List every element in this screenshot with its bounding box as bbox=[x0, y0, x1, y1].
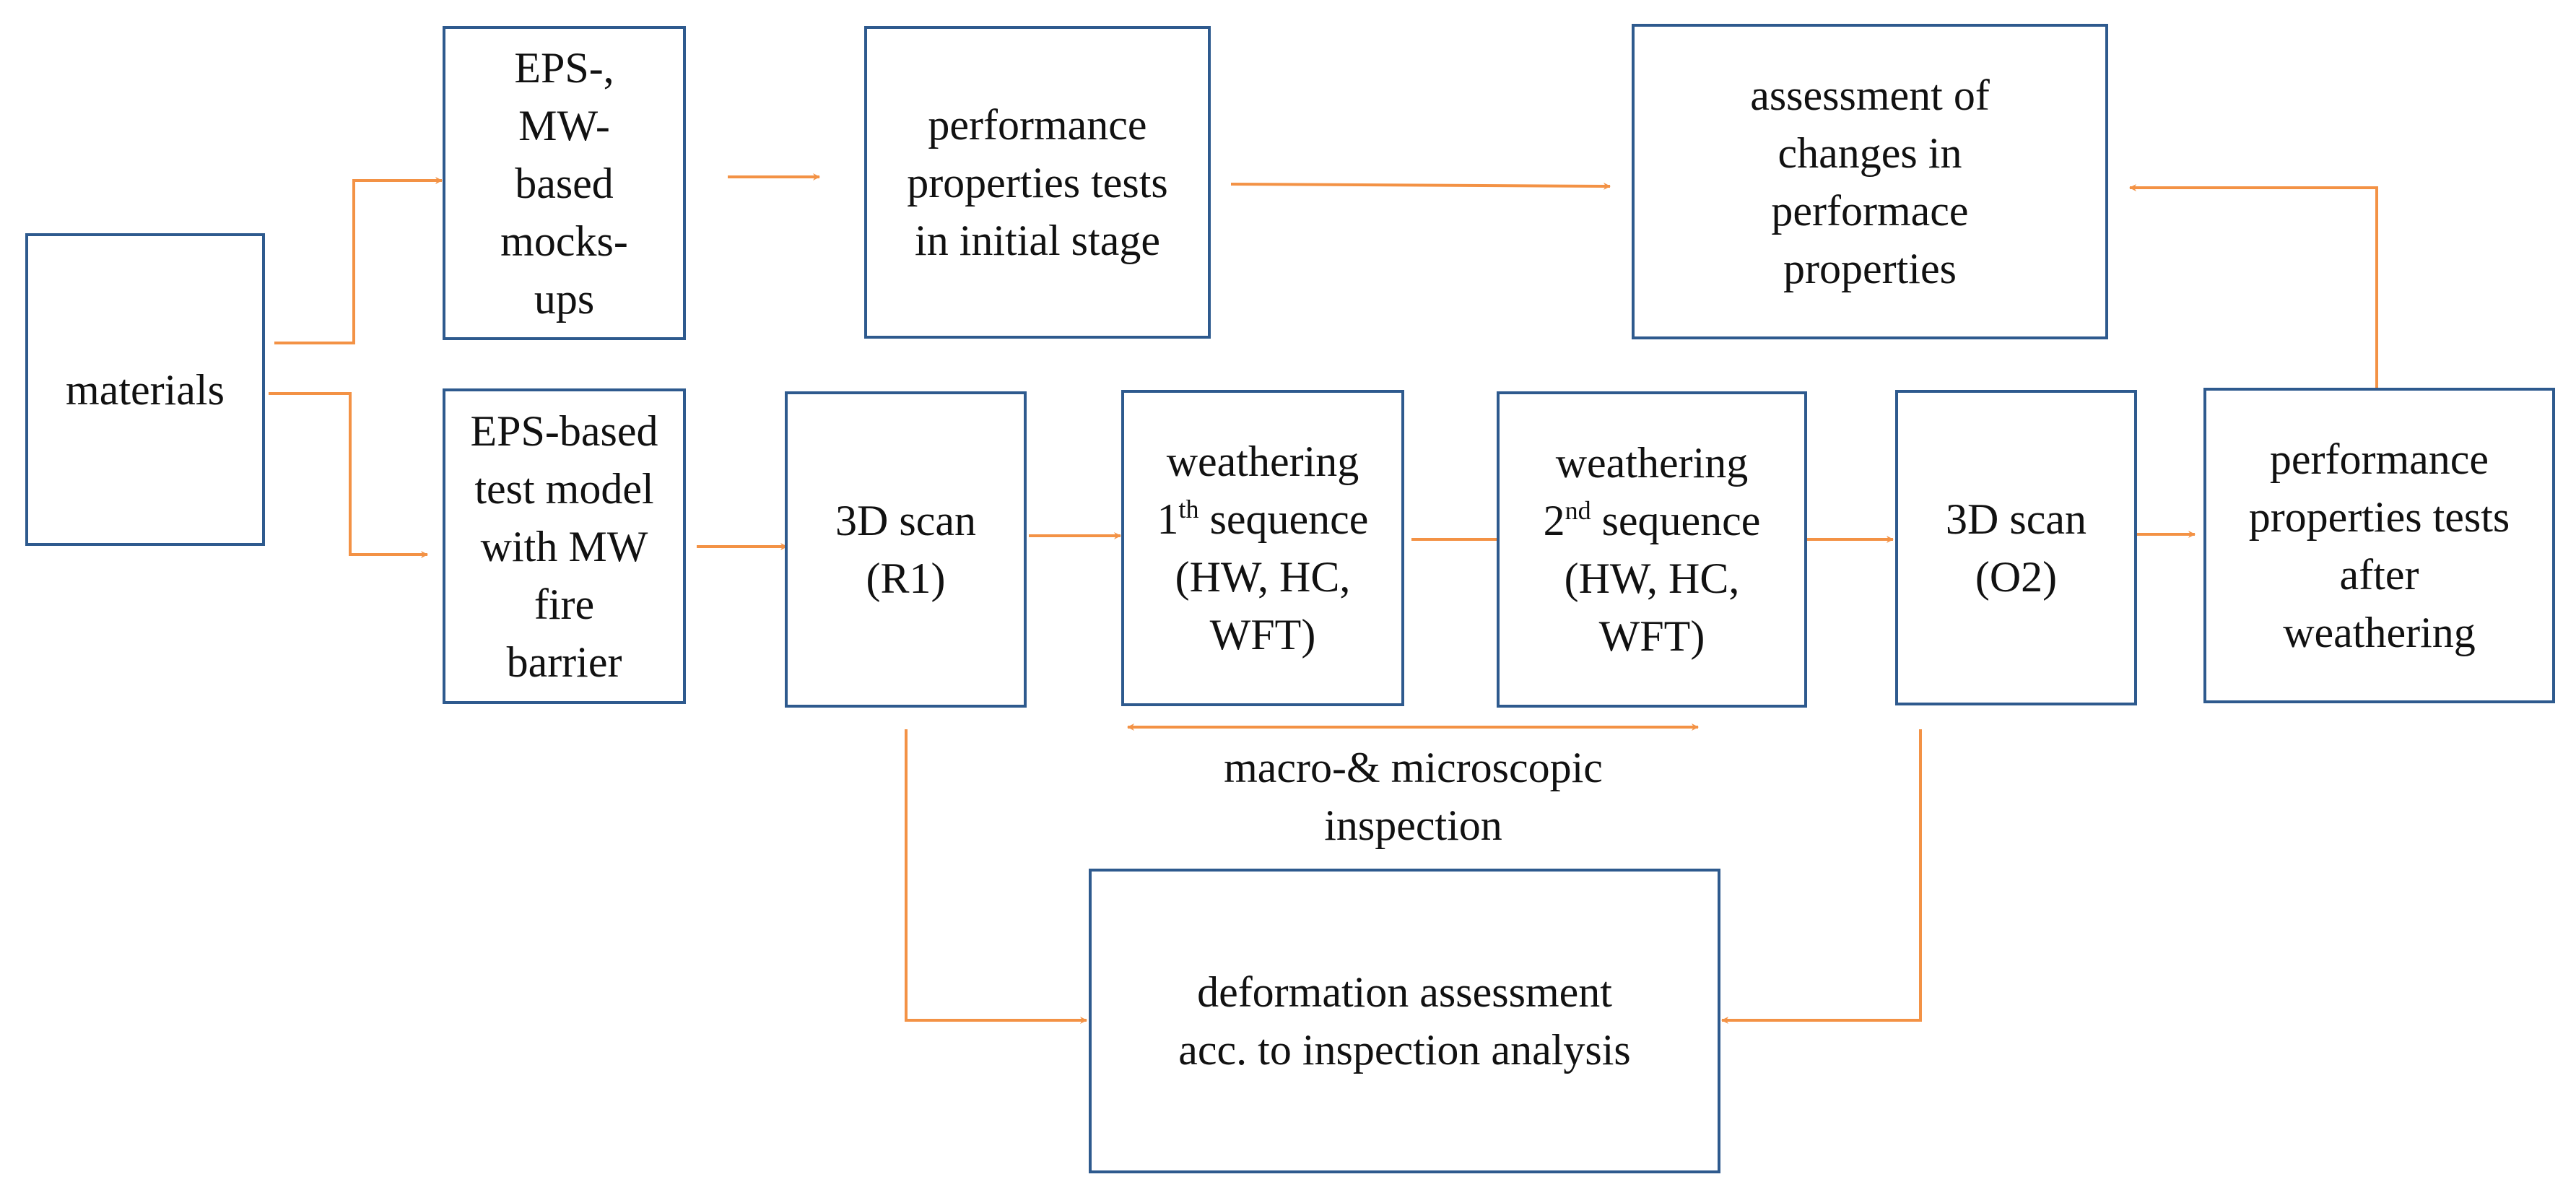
box-mockups: EPS-, MW- based mocks- ups bbox=[443, 26, 686, 340]
box-scan-o2: 3D scan (O2) bbox=[1895, 390, 2137, 705]
ordinal-number: 1 bbox=[1157, 495, 1179, 543]
text-line: 2nd sequence bbox=[1544, 492, 1761, 549]
text-line: based bbox=[515, 159, 614, 207]
text-line: 1th sequence bbox=[1157, 490, 1369, 548]
text-line: materials bbox=[66, 365, 225, 414]
text-line: (HW, HC, bbox=[1175, 553, 1351, 601]
text-line: acc. to inspection analysis bbox=[1178, 1026, 1631, 1074]
box-test-model: EPS-based test model with MW fire barrie… bbox=[443, 388, 686, 704]
box-materials: materials bbox=[25, 233, 265, 546]
box-deformation: deformation assessment acc. to inspectio… bbox=[1089, 869, 1720, 1173]
ordinal-suffix: th bbox=[1178, 495, 1199, 523]
arrow-materials-to-test-model bbox=[269, 392, 428, 558]
arrow-scan-r1-to-deformation bbox=[905, 729, 1087, 1024]
text-line: performance bbox=[2269, 435, 2489, 483]
text-line: with MW bbox=[480, 522, 648, 570]
text-line: barrier bbox=[506, 638, 622, 686]
text-line: test model bbox=[474, 464, 654, 513]
text-line: EPS-based bbox=[470, 407, 658, 455]
box-weathering-1: weathering 1th sequence (HW, HC, WFT) bbox=[1121, 390, 1404, 706]
text-line: macro-& microscopic bbox=[1224, 744, 1603, 791]
text-line: deformation assessment bbox=[1197, 968, 1612, 1016]
ordinal-number: 2 bbox=[1543, 497, 1565, 544]
text-line: fire bbox=[534, 580, 595, 628]
text-line: (R1) bbox=[866, 555, 946, 602]
arrow-scan-o2-to-deformation bbox=[1721, 729, 1922, 1024]
arrow-materials-to-mockups bbox=[274, 177, 443, 344]
text-line: (O2) bbox=[1975, 552, 2058, 601]
text-line: weathering bbox=[1166, 438, 1359, 485]
text-line: weathering bbox=[1555, 439, 1749, 487]
text-line: MW- bbox=[518, 101, 610, 149]
inspection-label: macro-& microscopic inspection bbox=[1123, 739, 1704, 854]
text-line: properties bbox=[1783, 244, 1957, 292]
text-line: properties tests bbox=[2248, 492, 2510, 541]
text-line: inspection bbox=[1324, 801, 1502, 849]
text-line: in initial stage bbox=[915, 216, 1160, 264]
text-line: WFT) bbox=[1209, 611, 1316, 659]
text-line: weathering bbox=[2283, 608, 2476, 656]
ordinal-suffix: nd bbox=[1565, 496, 1591, 525]
text-line: 3D scan bbox=[1946, 495, 2087, 543]
box-assessment: assessment of changes in performace prop… bbox=[1632, 24, 2108, 339]
box-weathering-2: weathering 2nd sequence (HW, HC, WFT) bbox=[1497, 391, 1807, 708]
text-line: performance bbox=[928, 100, 1147, 149]
text-line: mocks- bbox=[500, 217, 628, 265]
box-initial-tests: performance properties tests in initial … bbox=[864, 26, 1211, 339]
text-line: ups bbox=[534, 274, 595, 323]
text-line: performace bbox=[1771, 186, 1969, 235]
arrow-after-tests-to-assessment bbox=[2129, 184, 2378, 388]
text-line: assessment of bbox=[1750, 71, 1990, 119]
text-line: (HW, HC, bbox=[1564, 555, 1740, 602]
sequence-word: sequence bbox=[1591, 497, 1761, 544]
box-after-tests: performance properties tests after weath… bbox=[2203, 388, 2555, 703]
text-line: changes in bbox=[1777, 129, 1962, 177]
sequence-word: sequence bbox=[1198, 495, 1369, 543]
text-line: WFT) bbox=[1598, 612, 1705, 660]
text-line: 3D scan bbox=[835, 497, 976, 544]
arrow-initial-tests-to-assessment bbox=[1230, 182, 1611, 190]
text-line: properties tests bbox=[907, 158, 1168, 207]
text-line: EPS-, bbox=[514, 43, 614, 92]
text-line: after bbox=[2339, 550, 2419, 599]
box-scan-r1: 3D scan (R1) bbox=[785, 391, 1027, 708]
